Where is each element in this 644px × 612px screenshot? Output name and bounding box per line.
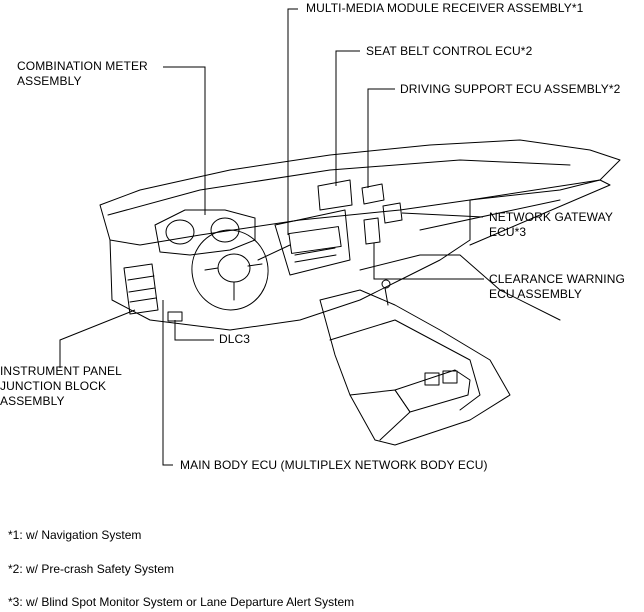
multimedia-unit (288, 226, 342, 254)
clearance-warning-ecu (363, 217, 381, 245)
junction-block-detail (127, 275, 157, 303)
center-stack-buttons (294, 247, 337, 263)
combination-meter-housing (154, 209, 256, 256)
footnote-1: *1: w/ Navigation System (8, 528, 142, 542)
combination-meter-label: COMBINATION METER ASSEMBLY (17, 59, 148, 88)
meter-dial-left (165, 219, 195, 245)
leader-main-body-ecu (162, 300, 173, 466)
center-stack (274, 209, 351, 276)
network-gateway-ecu (382, 202, 403, 224)
seat-belt-ecu (317, 179, 353, 211)
steering-wheel (191, 229, 269, 311)
leader-clearance-warning (373, 243, 484, 280)
footnote-2: *2: w/ Pre-crash Safety System (8, 562, 175, 576)
steering-hub (217, 253, 251, 283)
multimedia-module-label: MULTI-MEDIA MODULE RECEIVER ASSEMBLY*1 (306, 1, 584, 15)
dashboard-lower-panel (109, 199, 471, 331)
network-gateway-label: NETWORK GATEWAY ECU*3 (489, 210, 613, 239)
seat-belt-ecu-label: SEAT BELT CONTROL ECU*2 (366, 44, 533, 58)
right-dash-panel (469, 179, 611, 246)
instrument-panel-jb-label: INSTRUMENT PANEL JUNCTION BLOCK ASSEMBLY (0, 364, 122, 408)
clearance-warning-label: CLEARANCE WARNING ECU ASSEMBLY (489, 272, 625, 301)
dlc3-connector (167, 311, 183, 322)
leader-instrument-panel-jb (59, 309, 136, 368)
center-console (319, 289, 511, 446)
leader-driving-support (367, 88, 395, 188)
dlc3-label: DLC3 (219, 332, 251, 346)
junction-block (123, 263, 159, 315)
console-top (329, 319, 481, 411)
driving-support-ecu (361, 183, 385, 205)
rear-vent-right (442, 370, 458, 384)
leader-seat-belt (335, 50, 360, 186)
console-side (349, 389, 411, 441)
glovebox-line (419, 199, 561, 231)
leader-dlc3 (174, 320, 214, 341)
driving-support-ecu-label: DRIVING SUPPORT ECU ASSEMBLY*2 (400, 82, 621, 96)
footnote-3: *3: w/ Blind Spot Monitor System or Lane… (8, 595, 355, 609)
floor-line (359, 254, 561, 321)
gear-lever (381, 279, 391, 306)
rear-vent-left (424, 372, 440, 386)
leader-combination-meter (163, 66, 206, 215)
meter-dial-right (210, 217, 240, 243)
dashboard-top-edge (107, 159, 571, 216)
leader-multimedia (287, 8, 298, 235)
steering-column (257, 244, 291, 261)
steering-spoke (204, 263, 263, 301)
main-body-ecu-label: MAIN BODY ECU (MULTIPLEX NETWORK BODY EC… (180, 458, 488, 472)
leader-network-gateway (401, 212, 484, 218)
